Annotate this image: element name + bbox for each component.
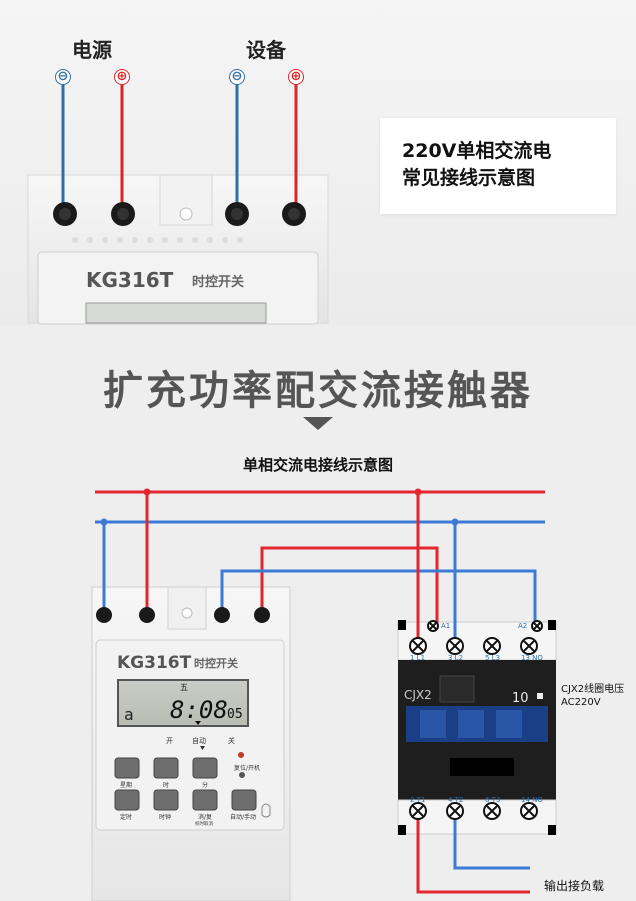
clock-label: 时钟 — [159, 813, 171, 821]
hour-button[interactable] — [153, 757, 179, 779]
status-on-label: 开 — [166, 737, 173, 745]
calibrate-cancel-label: 校时取消 — [195, 820, 213, 827]
top-timer-lcd — [85, 302, 267, 324]
output-load-label: 输出接负载 — [544, 879, 605, 893]
contactor-bottom-screws — [409, 802, 538, 820]
lcd-seconds: 05 — [227, 707, 243, 722]
terminal-2-label: 2 T1 — [410, 796, 425, 804]
terminal-6-label: 6 T3 — [485, 796, 500, 804]
top-timer-model: KG316T — [86, 268, 174, 292]
coil-voltage-label: CJX2线圈电压 AC220V — [561, 684, 625, 708]
auto-manual-button[interactable] — [231, 789, 257, 811]
lcd-weekday: 五 — [180, 683, 188, 692]
minute-button-label: 分 — [202, 781, 208, 789]
top-timer-name: 时控开关 — [192, 274, 244, 290]
wiring-diagram: A1 1 L1 3 L2 5 L3 13 NO A2 2 T1 4 T2 6 T… — [91, 488, 557, 901]
lcd-cursor-icon — [195, 721, 201, 725]
terminal-5-label: 5 L3 — [485, 654, 500, 662]
status-auto-label: 自动 — [192, 736, 206, 745]
terminal-4-label: 4 T2 — [448, 796, 463, 804]
wire-junctions — [100, 488, 459, 526]
contactor-indicator — [537, 693, 543, 699]
timer-name: 时控开关 — [194, 656, 238, 670]
top-wiring-illustration: KG316T 时控开关 — [27, 84, 329, 325]
lcd-time: 8:08 — [170, 696, 228, 724]
timer-terminal-screws — [96, 607, 270, 623]
hand-pointer-icon — [261, 803, 271, 818]
timer-set-label: 定时 — [120, 813, 132, 821]
top-vent-row — [72, 237, 243, 243]
contactor-model: CJX2 — [404, 688, 432, 702]
timer-lcd — [117, 679, 249, 727]
contactor-rating: 10 — [512, 691, 529, 706]
reset-label: 复位/开机 — [234, 764, 260, 772]
device-label: 设备 — [246, 38, 286, 62]
minute-button[interactable] — [192, 757, 218, 779]
timer-out-to-a1-wire — [260, 546, 439, 626]
cancel-restore-label: 消/复 — [198, 813, 212, 821]
diagram-subtitle: 单相交流电接线示意图 — [242, 456, 393, 474]
hour-button-label: 时 — [163, 781, 169, 789]
wiring-lines — [95, 490, 545, 894]
terminal-14-label: 14 NO — [521, 796, 543, 804]
timer-switch — [91, 586, 291, 901]
note-box — [380, 118, 616, 214]
reset-pinhole — [239, 772, 245, 778]
timer-buttons-top — [114, 757, 218, 779]
terminal-13-label: 13 NO — [521, 654, 543, 662]
auto-manual-label: 自动/手动 — [230, 813, 256, 821]
terminal-a1-label: A1 — [441, 622, 450, 630]
clock-button[interactable] — [153, 789, 179, 811]
note-text: 220V单相交流电 常见接线示意图 — [402, 140, 552, 189]
status-off-label: 关 — [228, 736, 235, 745]
timer-buttons-bottom — [114, 789, 257, 811]
neutral-to-a2-wire — [220, 569, 537, 626]
weekday-button[interactable] — [114, 757, 140, 779]
terminal-1-label: 1 L1 — [410, 654, 425, 662]
down-arrow-icon — [303, 417, 333, 430]
terminal-a2-label: A2 — [518, 622, 527, 630]
timer-set-button[interactable] — [114, 789, 140, 811]
status-pointer-icon — [200, 746, 205, 750]
power-label: 电源 — [72, 38, 112, 62]
top-terminal-screws — [53, 202, 306, 226]
cancel-restore-button[interactable] — [192, 789, 218, 811]
terminal-3-label: 3 L2 — [448, 654, 463, 662]
timer-model: KG316T — [117, 653, 192, 673]
status-led — [238, 752, 244, 758]
weekday-button-label: 星期 — [120, 781, 132, 789]
lcd-mode: a — [124, 705, 134, 724]
output-live-wire — [416, 815, 530, 894]
section-headline: 扩充功率配交流接触器 — [103, 368, 533, 414]
contactor-top-screws — [409, 620, 543, 655]
output-neutral-wire — [453, 815, 530, 870]
